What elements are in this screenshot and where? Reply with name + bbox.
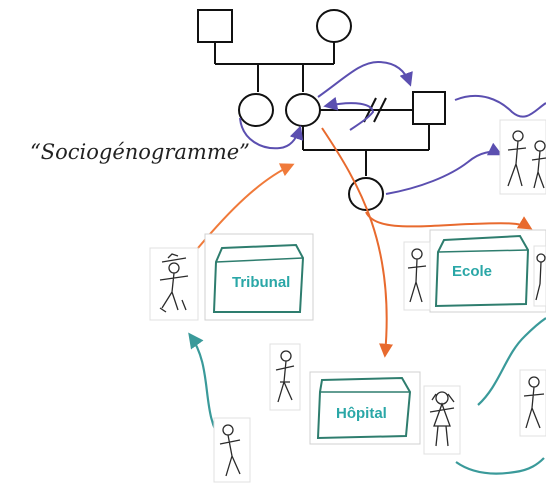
teacher-body xyxy=(407,258,427,303)
stick-figure-peers-top xyxy=(499,119,546,195)
father-to-right-arrow xyxy=(454,95,546,118)
ecole-roofline xyxy=(437,249,529,253)
stick-figure-teacher xyxy=(403,241,431,311)
mother-to-father-arrow xyxy=(317,60,413,98)
grandmother-female-circle xyxy=(316,9,352,43)
nurse-body xyxy=(275,360,295,403)
peer-2-body xyxy=(531,150,546,189)
tribunal-roofline xyxy=(215,257,304,263)
ecole-panel: Ecole xyxy=(429,229,546,313)
diagram-title: “Sociogénogramme” xyxy=(30,140,250,164)
tribunal-panel: Tribunal xyxy=(204,233,314,321)
bottom-right-arrow xyxy=(455,457,545,475)
divorce-mark-2 xyxy=(373,97,387,123)
mother-female-circle xyxy=(285,93,321,127)
ecole-label: Ecole xyxy=(452,263,492,280)
teacher-frame xyxy=(403,241,431,311)
stick-figure-nurse xyxy=(269,343,301,411)
aunt-female-circle xyxy=(238,93,274,127)
stick-figure-right-edge-bottom xyxy=(519,369,546,437)
child-to-peer-arrow xyxy=(385,142,503,195)
genogram xyxy=(197,9,446,211)
father-to-mother-arrow xyxy=(323,96,375,131)
child-to-ecole-arrow xyxy=(365,211,533,230)
family-interaction-arrows xyxy=(239,60,546,195)
right-edge-bottom-body xyxy=(523,386,545,429)
judge-hat xyxy=(161,253,187,263)
girl-body xyxy=(429,393,455,447)
right-edge-ecole-body xyxy=(535,261,542,301)
grandfather-male-square xyxy=(197,9,233,43)
hopital-to-right-arrow xyxy=(477,317,546,406)
peer-1-body xyxy=(507,140,527,187)
walker-frame xyxy=(213,417,251,483)
father-male-square xyxy=(412,91,446,125)
tribunal-label: Tribunal xyxy=(232,274,290,291)
stick-figure-walker xyxy=(213,417,251,483)
judge-frame xyxy=(149,247,199,321)
aunt-to-mother-arrow xyxy=(239,117,304,150)
walker-body xyxy=(219,434,241,477)
hopital-frame xyxy=(309,371,421,445)
stick-figure-judge xyxy=(149,247,199,321)
stick-figure-right-edge-ecole xyxy=(533,245,546,307)
judge-body xyxy=(159,272,189,313)
hopital-label: Hôpital xyxy=(336,405,387,422)
mother-to-hopital-arrow xyxy=(321,127,393,358)
girl-frame xyxy=(423,385,461,455)
hopital-panel: Hôpital xyxy=(309,371,421,445)
peers-top-frame xyxy=(499,119,546,195)
stick-figure-girl xyxy=(423,385,461,455)
